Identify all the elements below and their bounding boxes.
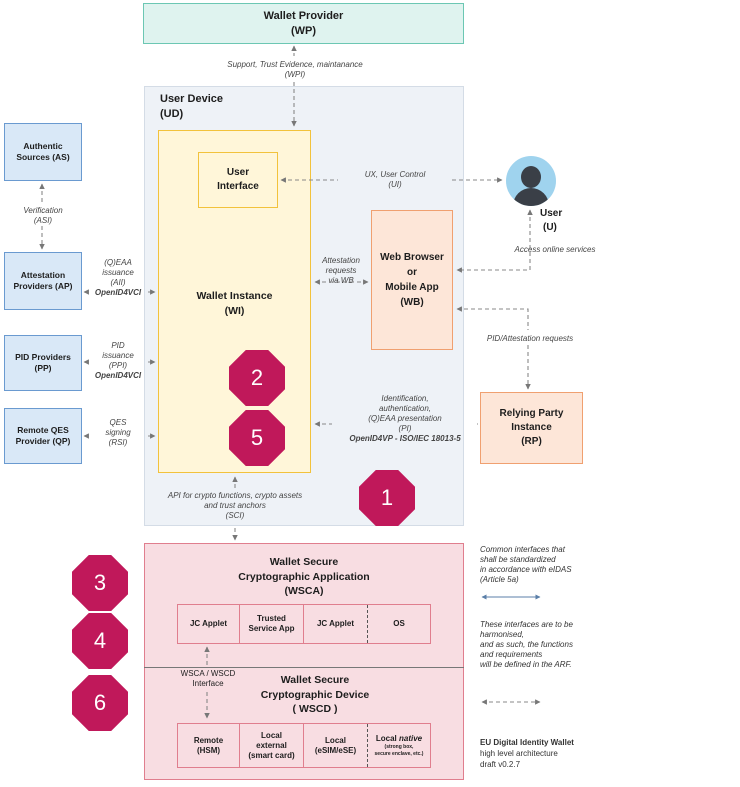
user-label: User(U) bbox=[540, 208, 563, 233]
user-device-title: User Device(UD) bbox=[160, 93, 223, 121]
wb-rp-arrow bbox=[457, 309, 528, 389]
pi-label: Identification,authentication,(Q)EAA pre… bbox=[349, 394, 461, 443]
wsca-wscd-divider bbox=[144, 667, 464, 668]
access-online-label: Access online services bbox=[514, 245, 596, 254]
wscd-cell-remote: Remote(HSM) bbox=[178, 724, 240, 767]
user-wb-arrow bbox=[456, 209, 533, 273]
wsca-cell-jc-applet-1: JC Applet bbox=[178, 605, 240, 643]
badge-3: 3 bbox=[72, 555, 128, 611]
badge-4: 4 bbox=[72, 613, 128, 669]
badge-1: 1 bbox=[359, 470, 415, 526]
badge-6: 6 bbox=[72, 675, 128, 731]
person-icon bbox=[521, 166, 541, 188]
badge-2: 2 bbox=[229, 350, 285, 406]
badge-5: 5 bbox=[229, 410, 285, 466]
pid-providers-box: PID Providers(PP) bbox=[4, 335, 82, 391]
wscd-cell-local-esim: Local(eSIM/eSE) bbox=[304, 724, 368, 767]
wallet-provider-box: Wallet Provider(WP) bbox=[143, 3, 464, 44]
wallet-instance-label: Wallet Instance(WI) bbox=[196, 290, 273, 317]
wallet-instance-box bbox=[158, 130, 311, 473]
wsca-cell-jc-applet-2: JC Applet bbox=[304, 605, 368, 643]
wscd-cell-local-native: Local native (strong box, secure enclave… bbox=[374, 734, 424, 757]
wsca-cell-os: OS bbox=[393, 619, 405, 628]
user-avatar bbox=[506, 156, 556, 206]
